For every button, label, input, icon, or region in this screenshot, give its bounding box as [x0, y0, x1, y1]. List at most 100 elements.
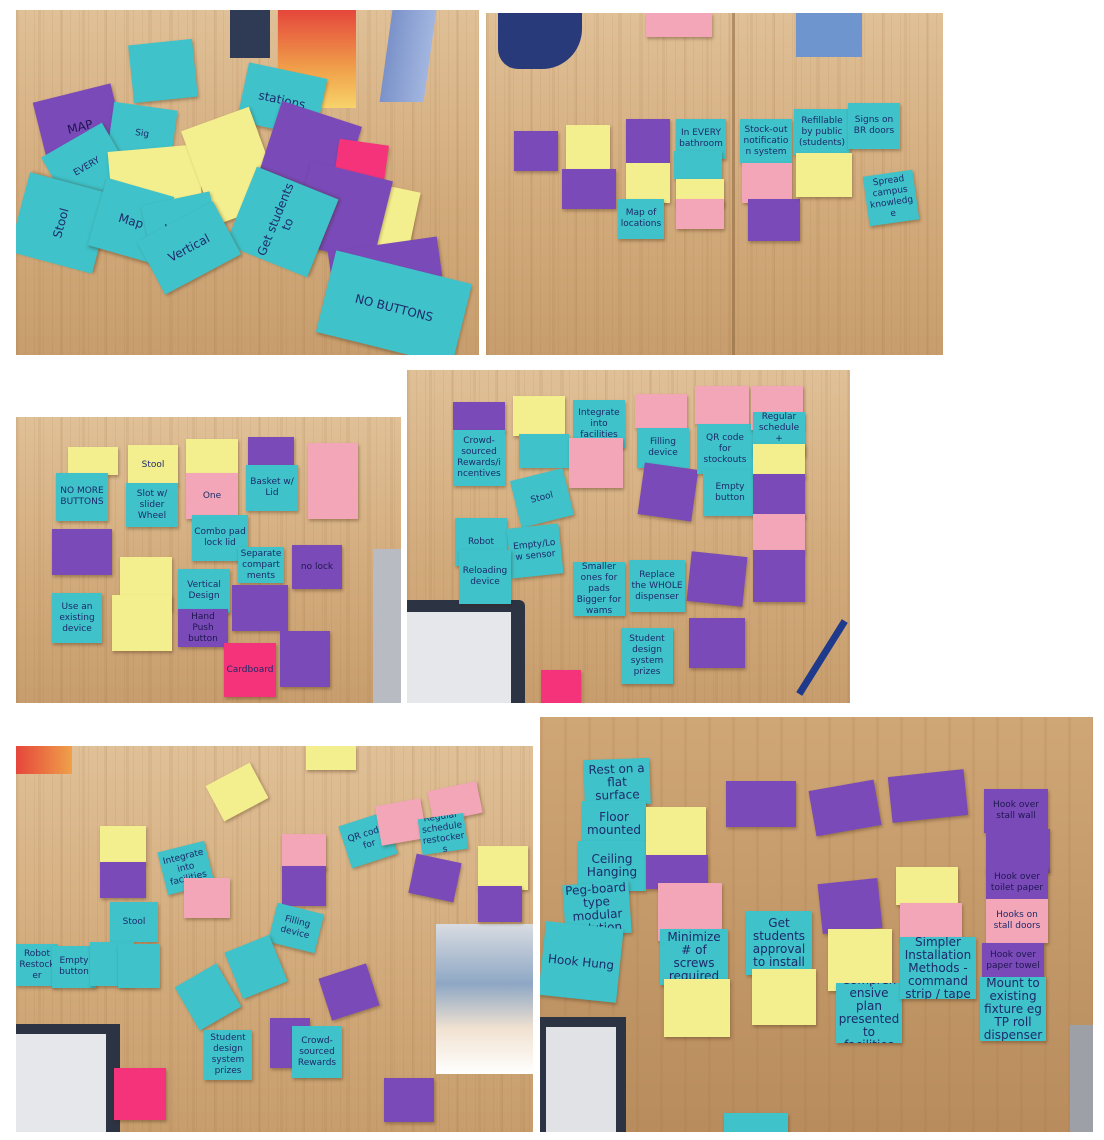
sticky-note [689, 618, 745, 668]
sticky-note [724, 1113, 788, 1132]
sticky-note: Map of locations [618, 199, 664, 239]
sticky-note [205, 762, 269, 822]
sticky-note [626, 163, 670, 203]
sticky-note: Empty/Low sensor [506, 523, 564, 579]
photo-awareness-ideas: In EVERY bathroom Map of locations Stock… [486, 13, 943, 355]
sticky-note: Stock-out notification system [740, 119, 792, 163]
sticky-note [282, 834, 326, 870]
sticky-note [726, 781, 796, 827]
sticky-note [408, 853, 462, 903]
photo-sticky-note-pile: MAP Sig stations EVERY Stool Get student… [16, 10, 479, 355]
sticky-note [748, 199, 800, 241]
sticky-note: Empty button [52, 946, 96, 988]
photo-installation-ideas: Rest on a flat surface Floor mounted Cei… [540, 717, 1093, 1132]
sticky-note [796, 153, 852, 197]
sticky-note: Separate compartments [238, 547, 284, 583]
sticky-note: NO MORE BUTTONS [56, 473, 108, 521]
dark-block [230, 10, 270, 58]
sticky-note [128, 38, 198, 104]
sticky-note [114, 1068, 166, 1120]
sticky-note [184, 878, 230, 918]
sticky-note: NO BUTTONS [315, 250, 473, 355]
sticky-note [753, 514, 805, 552]
sticky-note [174, 963, 242, 1031]
sticky-note [674, 151, 722, 179]
sticky-note [896, 867, 958, 905]
blue-object [498, 13, 582, 69]
sticky-note [686, 551, 748, 607]
laptop-edge [373, 549, 401, 703]
sticky-note [453, 402, 505, 432]
sticky-note [900, 903, 962, 941]
sticky-note [224, 934, 288, 1000]
sticky-note [519, 434, 569, 468]
marker-holder [796, 13, 862, 57]
sticky-note [569, 438, 623, 488]
sticky-note: Hand Push button [178, 609, 228, 647]
photo-scattered-ideas: Integrate into facilities Stool Filling … [16, 746, 533, 1132]
laptop [436, 924, 533, 1074]
sticky-note: no lock [292, 545, 342, 589]
sticky-note [513, 396, 565, 436]
sticky-note [186, 439, 238, 473]
sticky-note [664, 979, 730, 1037]
sticky-note [478, 846, 528, 890]
sticky-note: Floor mounted [582, 801, 646, 847]
sticky-note [514, 131, 558, 171]
sticky-note [753, 474, 805, 518]
sticky-note [232, 585, 288, 631]
sticky-note: Stool [128, 445, 178, 485]
sticky-note: Get students approval to install [746, 911, 812, 975]
sticky-note: QR code for stockouts [697, 424, 753, 474]
sticky-note: Replace the WHOLE dispenser [629, 560, 685, 612]
sticky-note [828, 929, 892, 991]
sticky-note [478, 886, 522, 922]
sticky-note: Student design system prizes [204, 1030, 252, 1080]
sticky-note: Empty button [703, 470, 757, 516]
sticky-note: Robot Restocker [16, 944, 58, 986]
sticky-note [52, 529, 112, 575]
sticky-note [817, 878, 883, 934]
sticky-note: Refillable by public (students) [794, 109, 850, 155]
laptop-screen [546, 1027, 616, 1132]
sticky-note [646, 807, 706, 857]
sticky-note [248, 437, 294, 467]
sticky-note: Minimize # of screws required [660, 929, 728, 985]
sticky-note: Cardboard [224, 643, 276, 697]
sticky-note: Filling device [637, 428, 689, 468]
sticky-note: Stool [509, 468, 575, 528]
sticky-note: Hook over paper towel [982, 943, 1044, 979]
sticky-note: Slot w/ slider Wheel [126, 483, 178, 527]
sticky-note: Crowd-sourced Rewards/incentives [453, 430, 505, 486]
sticky-note [562, 169, 616, 209]
sticky-note: Filling device [267, 902, 325, 954]
sticky-note [282, 866, 326, 906]
sticky-note [308, 443, 358, 519]
notebook-page [407, 612, 511, 703]
sticky-note [646, 13, 712, 37]
sticky-note: Stool [110, 902, 158, 942]
sticky-note [100, 826, 146, 864]
sticky-note [541, 670, 581, 703]
sticky-note [318, 963, 380, 1021]
sticky-note: Signs on BR doors [848, 103, 900, 149]
sticky-note: Simpler Installation Methods - command s… [900, 937, 976, 999]
sticky-note: Hook over stall wall [984, 789, 1048, 833]
sticky-note [100, 862, 146, 898]
sticky-note [626, 119, 670, 163]
sticky-note: Hook over toilet paper [986, 867, 1048, 899]
sticky-note [112, 595, 172, 651]
sticky-note [68, 447, 118, 475]
sticky-note [887, 769, 969, 823]
sticky-note: Crowd-sourced Rewards [292, 1026, 342, 1078]
sticky-note [742, 163, 792, 203]
tissue-box [16, 746, 72, 774]
sticky-note [566, 125, 610, 173]
sticky-note: Use an existing device [52, 593, 102, 643]
laptop-right [1070, 1025, 1093, 1132]
sticky-note [635, 394, 687, 428]
photo-mechanism-ideas: NO MORE BUTTONS Stool Slot w/ slider Whe… [16, 417, 401, 703]
sticky-note: Hooks on stall doors [986, 899, 1048, 943]
sticky-note [753, 550, 805, 602]
sticky-note [808, 779, 882, 837]
